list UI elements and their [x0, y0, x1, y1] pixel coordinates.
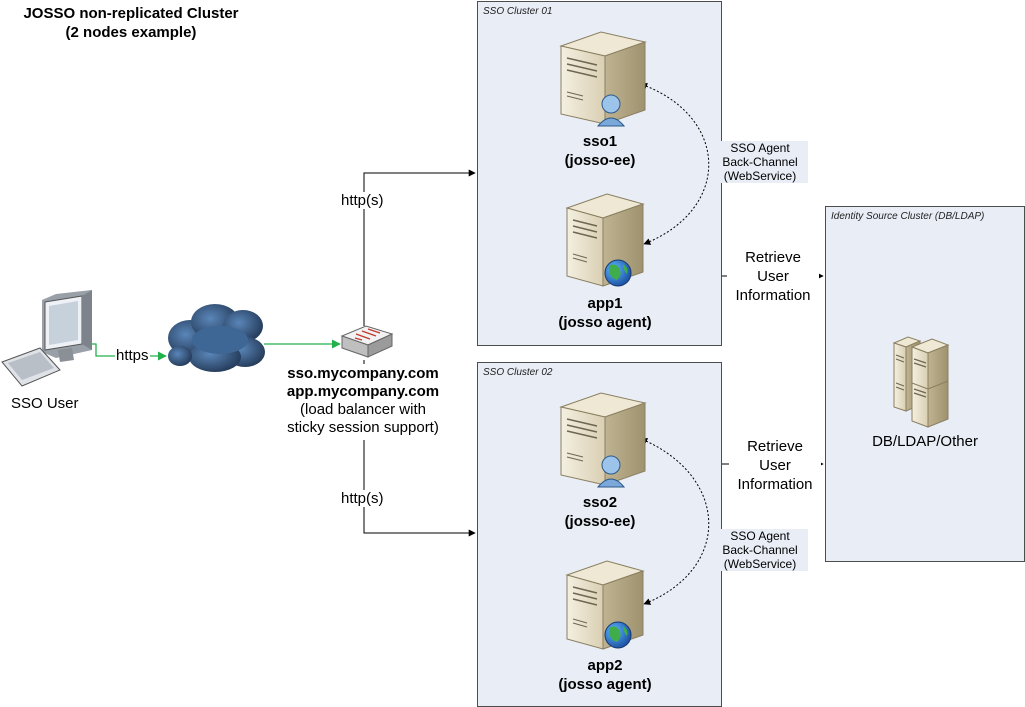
balancer-to-cluster-02-link: [363, 360, 475, 533]
computer-icon: [1, 290, 92, 387]
back-channel-arc-02: [640, 438, 710, 605]
channel-01-line-3: (WebService): [723, 169, 797, 183]
diagram-title: JOSSO non-replicated Cluster (2 nodes ex…: [0, 4, 262, 42]
app2-label: app2 (josso agent): [540, 656, 670, 694]
channel-02-line-3: (WebService): [723, 557, 797, 571]
app1-label: app1 (josso agent): [540, 294, 670, 332]
app1-name: app1: [587, 295, 623, 312]
sso2-sub: (josso-ee): [564, 513, 636, 530]
channel-01-line-1: SSO Agent: [730, 141, 790, 155]
retrieve-top-line-2: User: [757, 268, 789, 285]
lb-host-app: app.mycompany.com: [286, 383, 440, 400]
server-globe-icon: [565, 560, 645, 650]
server-user-icon: [559, 392, 647, 488]
cloud-icon: [168, 304, 265, 372]
retrieve-info-top: Retrieve User Information: [727, 248, 819, 305]
cluster-02-title: SSO Cluster 02: [483, 367, 553, 378]
retrieve-bottom-line-3: Information: [737, 476, 813, 493]
server-globe-icon: [565, 193, 645, 287]
sso2-label: sso2 (josso-ee): [545, 493, 655, 531]
channel-02-line-1: SSO Agent: [730, 529, 790, 543]
switch-icon: [340, 325, 394, 358]
server-user-icon: [559, 31, 647, 127]
retrieve-bottom-line-1: Retrieve: [747, 438, 803, 455]
retrieve-info-bottom: Retrieve User Information: [729, 437, 821, 494]
lb-host-sso: sso.mycompany.com: [287, 365, 439, 382]
channel-01-line-2: Back-Channel: [722, 155, 798, 169]
retrieve-bottom-line-2: User: [759, 457, 791, 474]
sso1-name: sso1: [582, 133, 618, 150]
title-line-2: (2 nodes example): [65, 24, 197, 41]
https-label: https: [115, 347, 150, 364]
sso1-sub: (josso-ee): [564, 152, 636, 169]
lb-desc-1: (load balancer with: [300, 401, 426, 418]
sso-user-label: SSO User: [11, 395, 79, 412]
sso1-label: sso1 (josso-ee): [545, 132, 655, 170]
sso2-name: sso2: [582, 494, 618, 511]
http-label-bottom: http(s): [341, 490, 384, 507]
app2-sub: (josso agent): [558, 676, 652, 693]
balancer-to-cluster-01-link: [363, 169, 476, 326]
back-channel-arc-01: [640, 83, 710, 245]
lb-desc-2: sticky session support): [287, 419, 439, 436]
load-balancer-label: sso.mycompany.com app.mycompany.com (loa…: [268, 365, 458, 437]
app2-name: app2: [587, 657, 623, 674]
database-cluster-icon: [892, 336, 950, 428]
title-line-1: JOSSO non-replicated Cluster: [23, 5, 239, 22]
cluster-01-title: SSO Cluster 01: [483, 6, 553, 17]
identity-source-label: DB/LDAP/Other: [872, 433, 978, 450]
retrieve-top-line-1: Retrieve: [745, 249, 801, 266]
http-label-top: http(s): [341, 192, 384, 209]
identity-cluster-title: Identity Source Cluster (DB/LDAP): [831, 211, 985, 222]
channel-02-line-2: Back-Channel: [722, 543, 798, 557]
back-channel-note-02: SSO Agent Back-Channel (WebService): [712, 529, 808, 571]
app1-sub: (josso agent): [558, 314, 652, 331]
back-channel-note-01: SSO Agent Back-Channel (WebService): [712, 141, 808, 183]
retrieve-top-line-3: Information: [735, 287, 811, 304]
